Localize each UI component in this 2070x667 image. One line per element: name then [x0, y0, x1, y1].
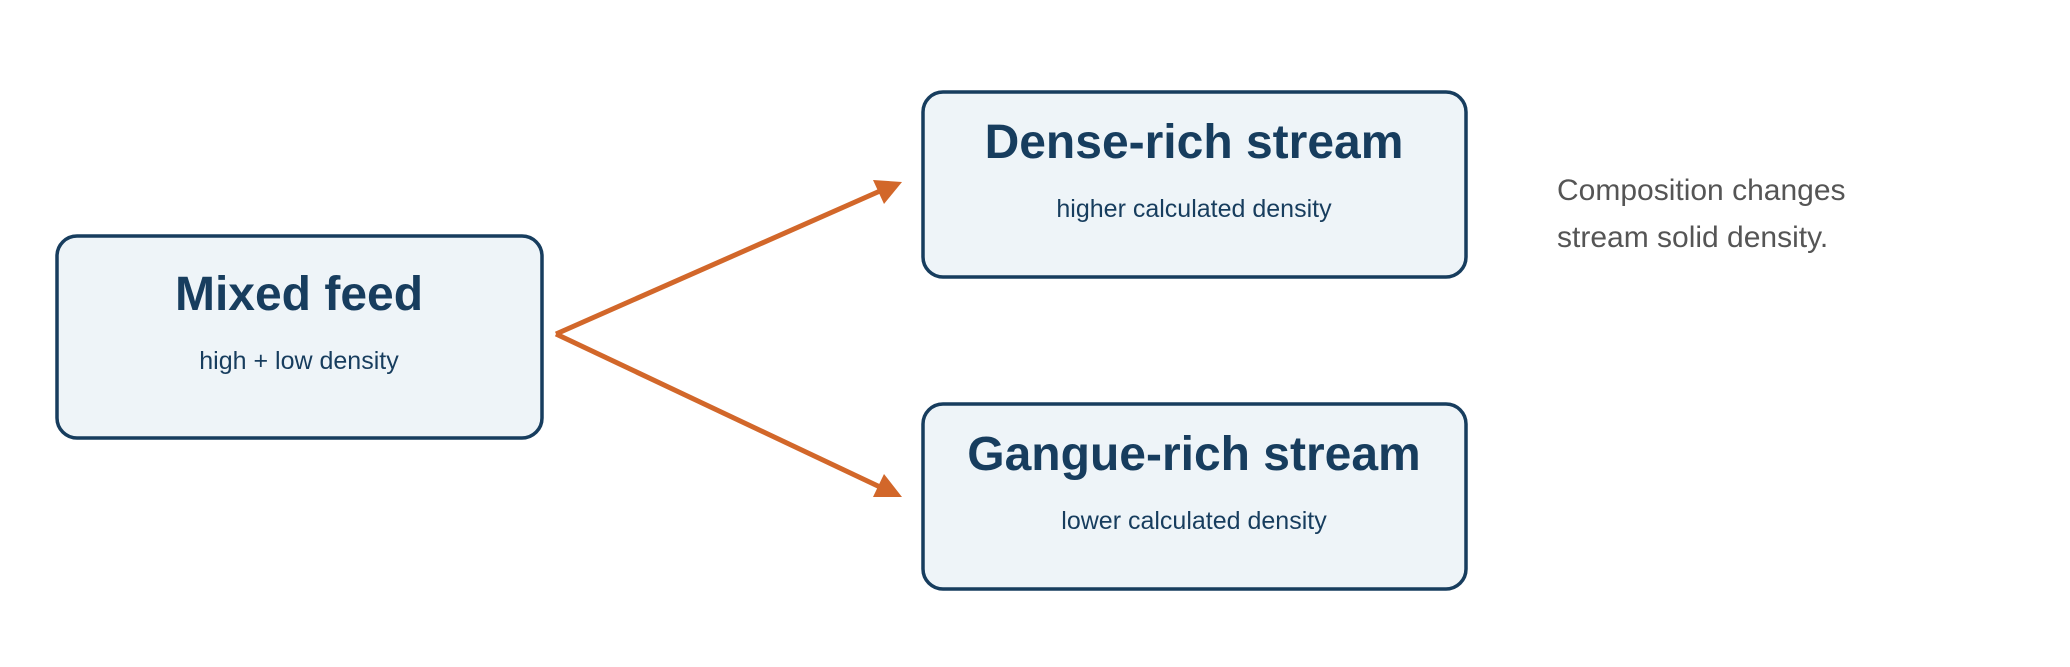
- gangue-rich-box: [921, 402, 1468, 591]
- note-line-2: stream solid density.: [1557, 221, 1828, 254]
- gangue-rich-title: Gangue-rich stream: [967, 428, 1420, 481]
- mixed-feed-node: Mixed feed high + low density: [55, 234, 544, 440]
- arrow-to-gangue-rich-line: [554, 331, 882, 490]
- mixed-feed-box: [55, 234, 544, 440]
- note-line-1: Composition changes: [1557, 174, 1846, 207]
- gangue-rich-node: Gangue-rich stream lower calculated dens…: [921, 402, 1468, 591]
- dense-rich-node: Dense-rich stream higher calculated dens…: [921, 90, 1468, 279]
- composition-note: Composition changes stream solid density…: [1557, 174, 1846, 254]
- mixed-feed-subtitle: high + low density: [199, 347, 399, 375]
- arrow-to-dense-rich-line: [554, 188, 882, 337]
- arrow-to-gangue-rich-head: [873, 474, 902, 497]
- arrow-to-dense-rich-head: [873, 180, 902, 204]
- split-arrows: [554, 180, 902, 497]
- dense-rich-box: [921, 90, 1468, 279]
- dense-rich-title: Dense-rich stream: [985, 116, 1404, 169]
- mixed-feed-title: Mixed feed: [175, 268, 423, 321]
- gangue-rich-subtitle: lower calculated density: [1061, 507, 1327, 535]
- dense-rich-subtitle: higher calculated density: [1056, 195, 1332, 223]
